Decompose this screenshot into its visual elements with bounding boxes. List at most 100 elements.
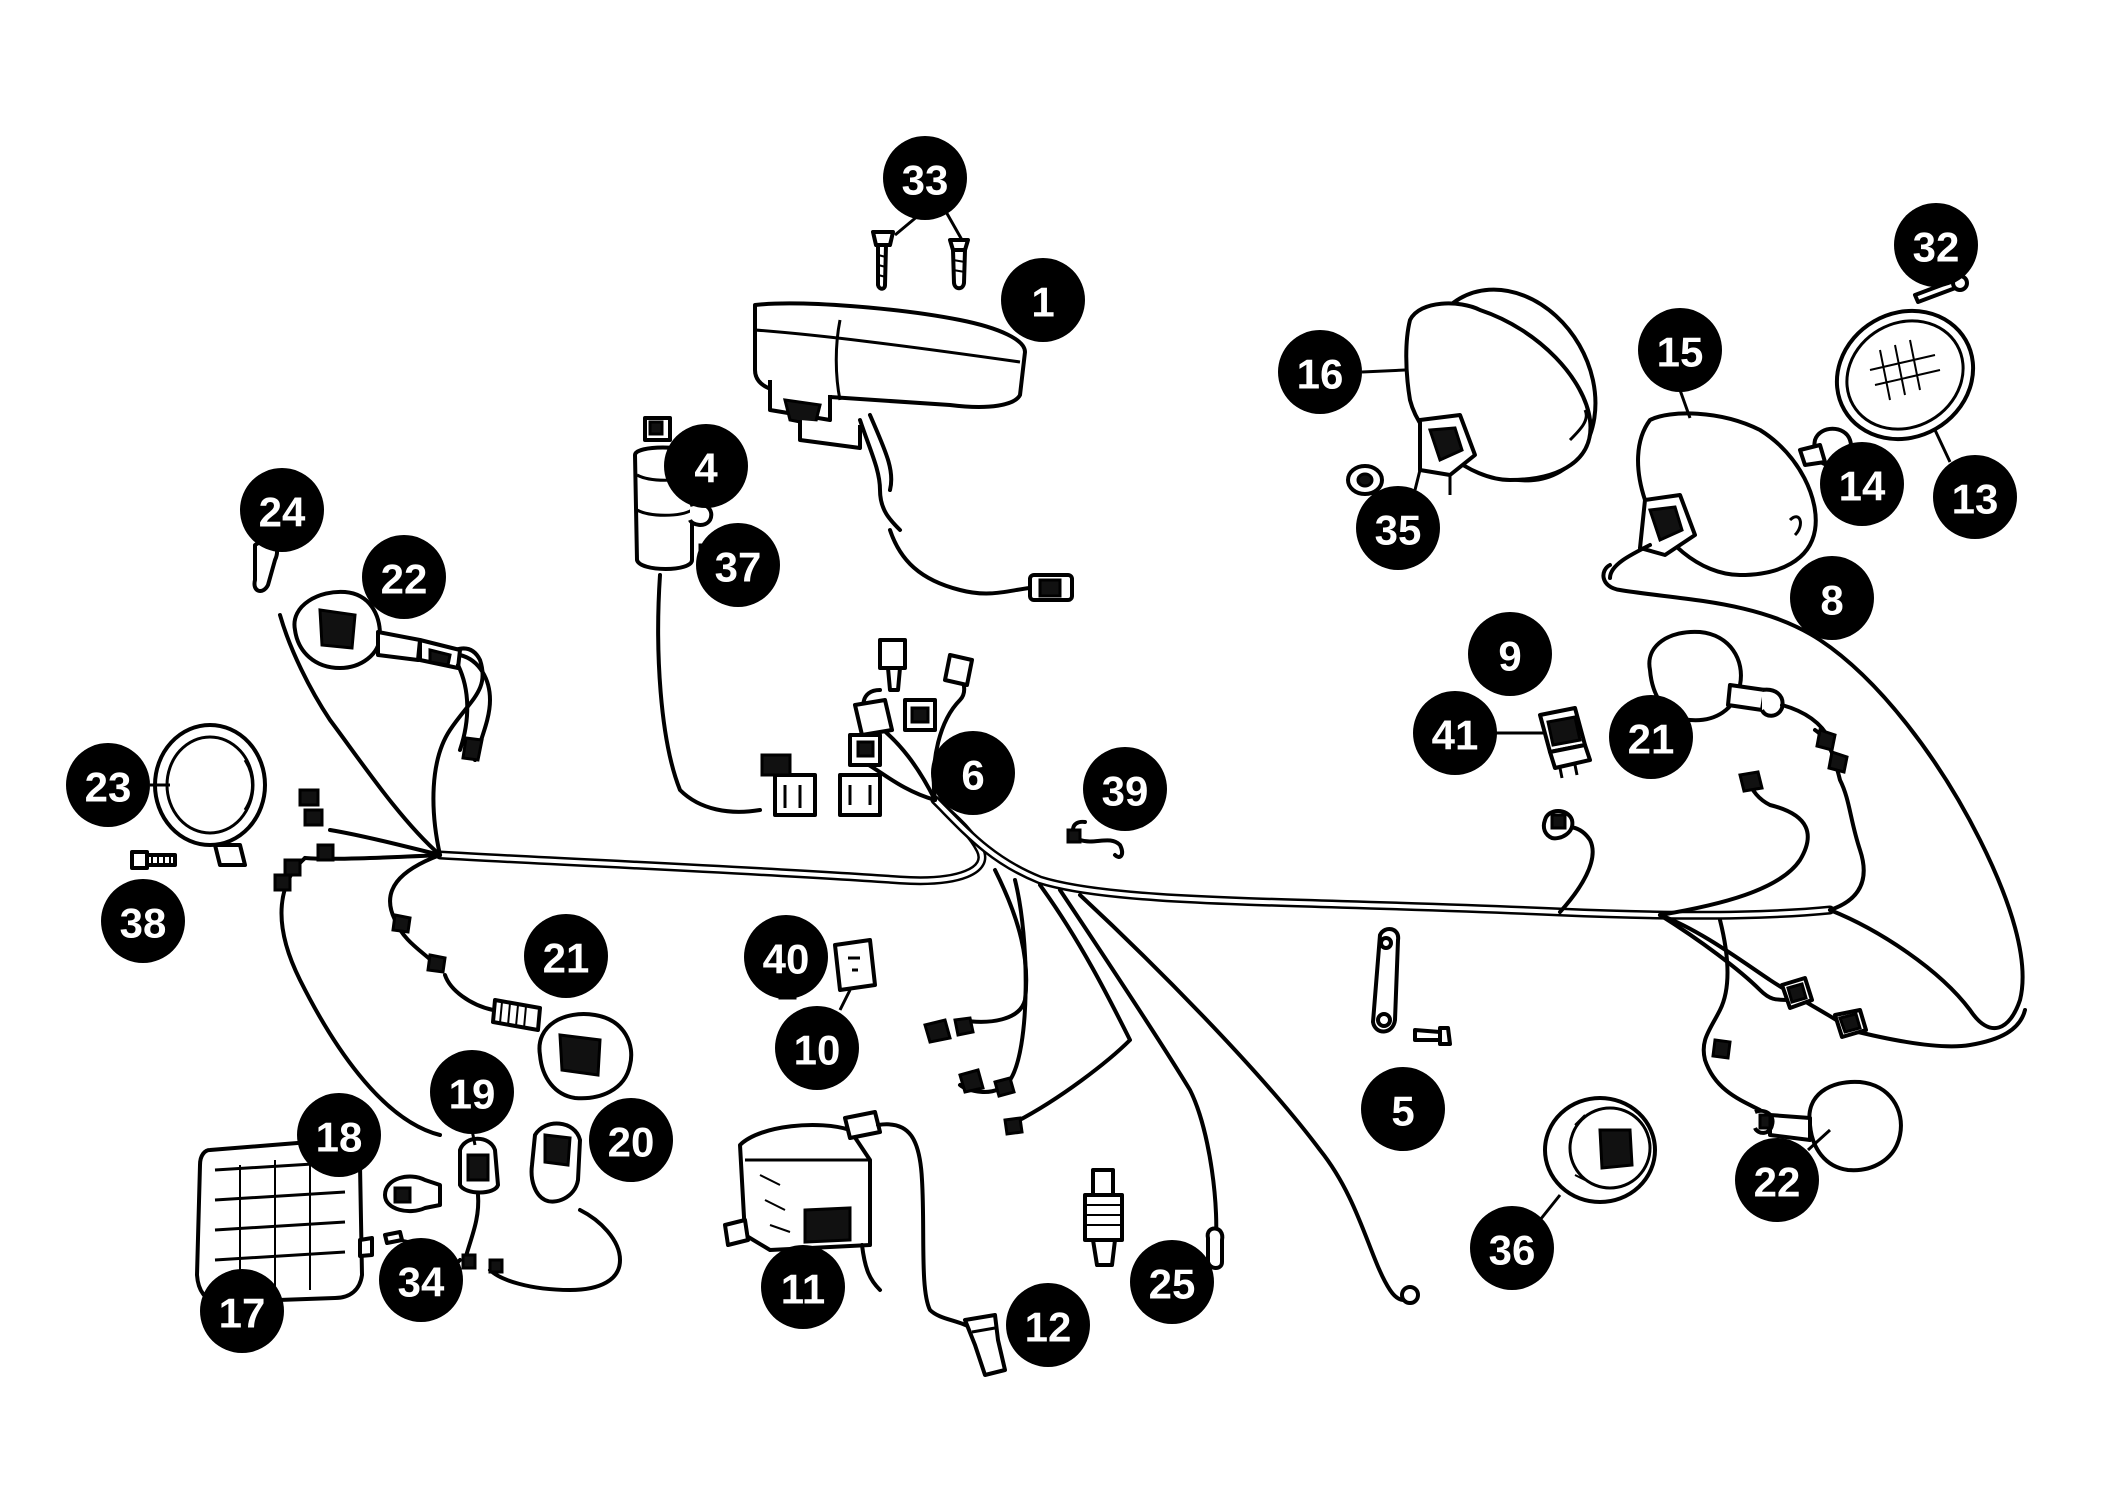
callout-number: 12 <box>1025 1304 1072 1351</box>
turn-signal-21-left <box>443 973 634 1101</box>
callout-number: 21 <box>1628 716 1675 763</box>
connector-block-6 <box>760 638 974 817</box>
callout-c39: 39 <box>1083 747 1167 831</box>
callout-c36: 36 <box>1470 1194 1562 1290</box>
callout-c23: 23 <box>66 743 170 827</box>
callout-number: 20 <box>608 1119 655 1166</box>
callout-circle <box>379 1238 463 1322</box>
callout-circle <box>744 915 828 999</box>
callout-c18: 18 <box>297 1093 381 1177</box>
callout-leader-line <box>1678 389 1692 419</box>
callout-number: 23 <box>85 764 132 811</box>
callout-number: 40 <box>763 936 810 983</box>
callout-c20: 20 <box>589 1098 673 1182</box>
callout-number: 4 <box>694 445 718 492</box>
callout-c16: 16 <box>1278 330 1406 414</box>
callout-c14: 14 <box>1820 442 1904 526</box>
sensor-25 <box>1083 1168 1124 1267</box>
callout-number: 36 <box>1489 1227 1536 1274</box>
callout-c9: 9 <box>1468 612 1552 696</box>
callout-number: 10 <box>794 1027 841 1074</box>
callout-c21a: 21 <box>1609 695 1693 779</box>
callout-c15: 15 <box>1638 308 1722 419</box>
callout-c22a: 22 <box>362 535 446 619</box>
callout-c38: 38 <box>101 879 185 963</box>
callout-circle <box>1001 258 1085 342</box>
callout-circle <box>931 731 1015 815</box>
callout-circle <box>696 523 780 607</box>
callout-number: 5 <box>1391 1088 1414 1135</box>
callout-number: 1 <box>1031 279 1054 326</box>
ignition-coil-11 <box>723 1110 977 1332</box>
callout-number: 13 <box>1952 476 1999 523</box>
bracket-5 <box>1371 927 1452 1046</box>
callout-circle <box>1790 556 1874 640</box>
headlight-shell-15 <box>1608 411 1818 580</box>
callout-circle <box>1933 455 2017 539</box>
callout-circle <box>101 879 185 963</box>
callout-c32: 32 <box>1894 203 1978 287</box>
callout-c19: 19 <box>430 1050 514 1146</box>
callout-circle <box>1413 691 1497 775</box>
callout-c1: 1 <box>1001 258 1085 342</box>
callout-c25: 25 <box>1130 1240 1214 1324</box>
callout-c40: 40 <box>744 915 828 999</box>
callout-number: 38 <box>120 900 167 947</box>
callout-circle <box>240 468 324 552</box>
callout-number: 32 <box>1913 224 1960 271</box>
callout-number: 37 <box>715 544 762 591</box>
callout-c33: 33 <box>883 136 967 241</box>
callout-leader-line <box>1933 429 1952 463</box>
callout-number: 19 <box>449 1071 496 1118</box>
callout-number: 8 <box>1820 577 1843 624</box>
callout-c6: 6 <box>931 731 1015 815</box>
callout-number: 22 <box>381 556 428 603</box>
callout-circle <box>1278 330 1362 414</box>
callout-c34: 34 <box>379 1238 463 1322</box>
callout-leader-line <box>943 209 964 241</box>
horn-23 <box>153 723 267 867</box>
callout-c8: 8 <box>1790 556 1874 640</box>
callout-circle <box>66 743 150 827</box>
callout-circle <box>1820 442 1904 526</box>
connectors-center <box>923 1016 1420 1305</box>
connector-right-upper <box>1541 809 1575 841</box>
callout-circle <box>524 914 608 998</box>
callout-leader-line <box>1538 1194 1562 1221</box>
callout-number: 34 <box>398 1259 445 1306</box>
callout-c17: 17 <box>200 1269 284 1353</box>
callout-number: 16 <box>1297 351 1344 398</box>
callout-c11: 11 <box>761 1245 845 1329</box>
callout-number: 39 <box>1102 768 1149 815</box>
callout-circle <box>775 1006 859 1090</box>
callout-circle <box>430 1050 514 1134</box>
connectors-right-lower <box>1711 976 1868 1060</box>
callout-circle <box>1470 1206 1554 1290</box>
round-lamp-36 <box>1543 1096 1657 1204</box>
callout-leader-line <box>1806 1128 1832 1152</box>
callout-c21b: 21 <box>524 914 608 998</box>
callout-number: 15 <box>1657 329 1704 376</box>
callout-circle <box>1361 1067 1445 1151</box>
bolt-38 <box>130 850 177 870</box>
callout-number: 41 <box>1432 712 1479 759</box>
callout-circle <box>761 1245 845 1329</box>
callout-c22b: 22 <box>1735 1128 1832 1222</box>
callout-c41: 41 <box>1413 691 1545 775</box>
callout-number: 18 <box>316 1114 363 1161</box>
callout-circle <box>297 1093 381 1177</box>
callout-c24: 24 <box>240 468 324 552</box>
headlight-lens-13 <box>1834 308 1976 442</box>
callout-circle <box>664 424 748 508</box>
callout-circle <box>883 136 967 220</box>
screws-33 <box>871 230 970 291</box>
callout-number: 21 <box>543 935 590 982</box>
callout-circle <box>1356 486 1440 570</box>
callout-circle <box>1735 1138 1819 1222</box>
turn-signal-22-left <box>292 589 492 762</box>
callout-number: 33 <box>902 157 949 204</box>
headlight-shell-16 <box>1346 287 1598 496</box>
turn-signal-22-right <box>1753 1079 1903 1173</box>
